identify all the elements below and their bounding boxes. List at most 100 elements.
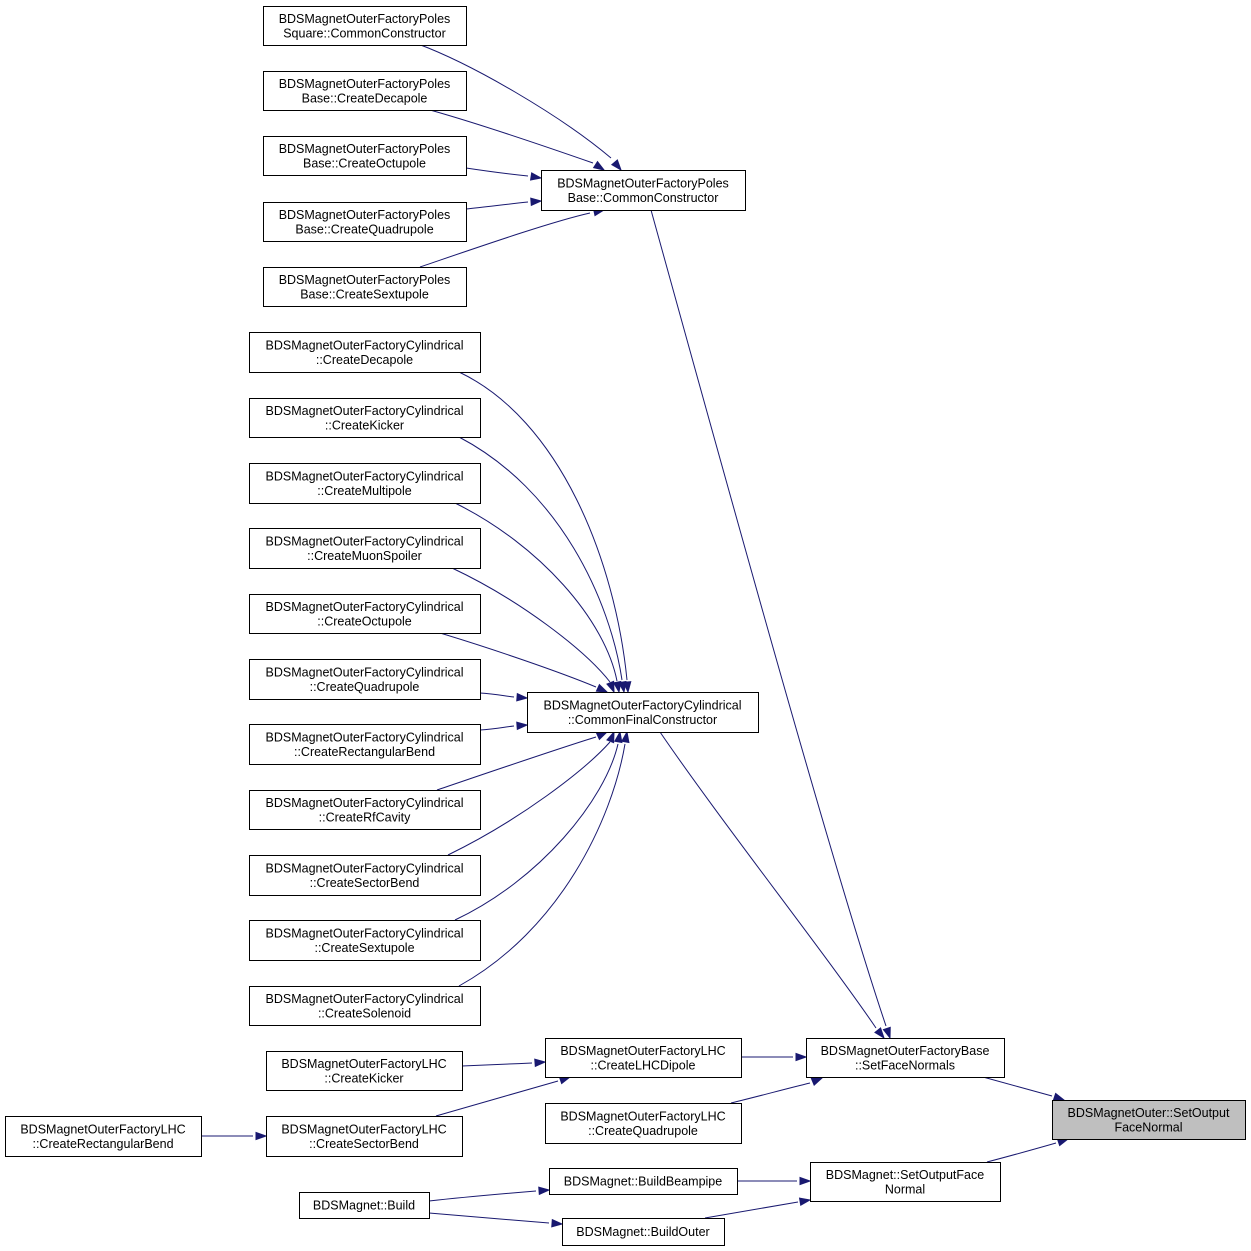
- node-label-line: ::CreateMuonSpoiler: [307, 549, 422, 563]
- arrowhead-icon: [612, 680, 622, 694]
- edge-cyl_muonspoiler-to-cyl_common_final: [451, 567, 615, 694]
- node-lhc-rectbend[interactable]: BDSMagnetOuterFactoryLHC::CreateRectangu…: [5, 1116, 202, 1157]
- node-cyl-rfcavity[interactable]: BDSMagnetOuterFactoryCylindrical::Create…: [249, 790, 481, 830]
- node-lhc-sectorbend[interactable]: BDSMagnetOuterFactoryLHC::CreateSectorBe…: [266, 1116, 463, 1157]
- node-label-line: ::CreateRectangularBend: [32, 1137, 173, 1151]
- arrowhead-icon: [595, 683, 609, 693]
- node-label-line: BDSMagnetOuterFactoryPoles: [279, 208, 451, 222]
- arrowhead-icon: [516, 721, 529, 731]
- node-cyl-decapole[interactable]: BDSMagnetOuterFactoryCylindrical::Create…: [249, 332, 481, 373]
- node-box: [249, 790, 481, 830]
- edge-poles_base_common-to-base_setfacenormals: [650, 209, 891, 1040]
- node-label-line: BDSMagnet::BuildBeampipe: [564, 1175, 722, 1189]
- edge-line: [435, 1080, 559, 1117]
- node-poles-base-octupole[interactable]: BDSMagnetOuterFactoryPolesBase::CreateOc…: [263, 136, 467, 176]
- node-label-line: Base::CreateOctupole: [303, 156, 426, 170]
- node-cyl-multipole[interactable]: BDSMagnetOuterFactoryCylindrical::Create…: [249, 463, 481, 504]
- node-box: [249, 332, 481, 373]
- node-lhc-quadrupole[interactable]: BDSMagnetOuterFactoryLHC::CreateQuadrupo…: [545, 1103, 742, 1144]
- node-label-line: ::SetFaceNormals: [855, 1058, 955, 1072]
- node-label-line: BDSMagnetOuterFactoryPoles: [279, 142, 451, 156]
- edge-line: [458, 436, 623, 681]
- node-poles-base-decapole[interactable]: BDSMagnetOuterFactoryPolesBase::CreateDe…: [263, 71, 467, 111]
- edge-poles_square_common-to-poles_base_common: [417, 43, 622, 172]
- edge-cyl_sectorbend-to-cyl_common_final: [447, 730, 615, 856]
- node-label-line: BDSMagnetOuterFactoryLHC: [560, 1109, 725, 1123]
- node-box: [527, 692, 759, 733]
- node-label-line: BDSMagnetOuterFactoryCylindrical: [266, 600, 464, 614]
- node-box: [263, 267, 467, 307]
- node-cyl-sextupole[interactable]: BDSMagnetOuterFactoryCylindrical::Create…: [249, 920, 481, 961]
- node-poles-square-common[interactable]: BDSMagnetOuterFactoryPolesSquare::Common…: [263, 6, 467, 46]
- edge-line: [428, 1212, 550, 1224]
- node-label-line: BDSMagnetOuterFactoryCylindrical: [266, 665, 464, 679]
- node-lhc-dipole[interactable]: BDSMagnetOuterFactoryLHC::CreateLHCDipol…: [545, 1038, 742, 1078]
- node-lhc-kicker[interactable]: BDSMagnetOuterFactoryLHC::CreateKicker: [266, 1051, 463, 1091]
- node-label-line: FaceNormal: [1114, 1120, 1182, 1134]
- arrowhead-icon: [551, 1218, 564, 1228]
- node-box: [5, 1116, 202, 1157]
- node-cyl-sectorbend[interactable]: BDSMagnetOuterFactoryCylindrical::Create…: [249, 855, 481, 896]
- edge-line: [659, 731, 877, 1029]
- edge-line: [650, 209, 887, 1027]
- arrowhead-icon: [799, 1176, 812, 1186]
- edge-line: [447, 741, 611, 856]
- node-box: [249, 855, 481, 896]
- node-label-line: ::CreateSextupole: [314, 941, 414, 955]
- edge-cyl_quadrupole-to-cyl_common_final: [479, 692, 529, 702]
- edge-magnet_setoutputface-to-outer_setoutputface: [986, 1138, 1070, 1163]
- edge-poles_base_decapole-to-poles_base_common: [429, 109, 606, 171]
- node-box: [549, 1168, 738, 1195]
- edge-magnet_build-to-magnet_buildouter: [428, 1212, 564, 1228]
- node-magnet-buildouter[interactable]: BDSMagnet::BuildOuter: [562, 1218, 725, 1246]
- arrowhead-icon: [595, 731, 609, 741]
- edge-line: [730, 1082, 811, 1104]
- arrowhead-icon: [795, 1052, 808, 1062]
- node-label-line: Normal: [885, 1182, 925, 1196]
- node-cyl-solenoid[interactable]: BDSMagnetOuterFactoryCylindrical::Create…: [249, 986, 481, 1026]
- node-label-line: BDSMagnetOuterFactoryLHC: [560, 1044, 725, 1058]
- node-label-line: BDSMagnetOuterFactoryLHC: [281, 1122, 446, 1136]
- edge-line: [417, 43, 612, 159]
- node-label-line: BDSMagnetOuterFactoryCylindrical: [266, 338, 464, 352]
- arrowhead-icon: [530, 197, 543, 207]
- node-label-line: ::CreateQuadrupole: [588, 1124, 698, 1138]
- edge-cyl_kicker-to-cyl_common_final: [458, 436, 627, 694]
- node-label-line: BDSMagnetOuterFactoryCylindrical: [266, 861, 464, 875]
- node-base-setfacenormals[interactable]: BDSMagnetOuterFactoryBase::SetFaceNormal…: [806, 1038, 1005, 1078]
- node-label-line: Square::CommonConstructor: [283, 26, 446, 40]
- node-cyl-kicker[interactable]: BDSMagnetOuterFactoryCylindrical::Create…: [249, 398, 481, 438]
- edge-lhc_kicker-to-lhc_dipole: [461, 1058, 547, 1068]
- node-box: [545, 1103, 742, 1144]
- edge-base_setfacenormals-to-outer_setoutputface: [982, 1076, 1066, 1101]
- node-poles-base-common[interactable]: BDSMagnetOuterFactoryPolesBase::CommonCo…: [541, 170, 746, 211]
- node-label-line: ::CreateMultipole: [317, 484, 412, 498]
- node-poles-base-quadrupole[interactable]: BDSMagnetOuterFactoryPolesBase::CreateQu…: [263, 202, 467, 242]
- node-poles-base-sextupole[interactable]: BDSMagnetOuterFactoryPolesBase::CreateSe…: [263, 267, 467, 307]
- node-cyl-muonspoiler[interactable]: BDSMagnetOuterFactoryCylindrical::Create…: [249, 528, 481, 569]
- node-label-line: Base::CreateQuadrupole: [295, 222, 433, 236]
- edge-line: [982, 1076, 1053, 1097]
- node-cyl-octupole[interactable]: BDSMagnetOuterFactoryCylindrical::Create…: [249, 594, 481, 634]
- node-label-line: ::CommonFinalConstructor: [568, 713, 717, 727]
- node-label-line: BDSMagnetOuterFactoryCylindrical: [266, 469, 464, 483]
- node-label-line: BDSMagnetOuterFactoryCylindrical: [266, 404, 464, 418]
- nodes-layer: BDSMagnetOuterFactoryPolesSquare::Common…: [5, 6, 1246, 1246]
- node-label-line: ::CreateSectorBend: [309, 1137, 419, 1151]
- arrowhead-icon: [882, 1026, 891, 1040]
- arrowhead-icon: [614, 730, 623, 744]
- node-magnet-buildbeampipe[interactable]: BDSMagnet::BuildBeampipe: [549, 1168, 738, 1195]
- node-magnet-build[interactable]: BDSMagnet::Build: [299, 1192, 430, 1219]
- node-cyl-common-final[interactable]: BDSMagnetOuterFactoryCylindrical::Common…: [527, 692, 759, 733]
- node-cyl-rectbend[interactable]: BDSMagnetOuterFactoryCylindrical::Create…: [249, 724, 481, 765]
- arrowhead-icon: [592, 160, 606, 171]
- edge-line: [428, 1190, 537, 1202]
- node-label-line: BDSMagnetOuterFactoryPoles: [279, 12, 451, 26]
- node-cyl-quadrupole[interactable]: BDSMagnetOuterFactoryCylindrical::Create…: [249, 659, 481, 700]
- node-box: [810, 1162, 1001, 1202]
- edge-cyl_decapole-to-cyl_common_final: [458, 371, 632, 694]
- node-box: [299, 1192, 430, 1219]
- node-box: [263, 71, 467, 111]
